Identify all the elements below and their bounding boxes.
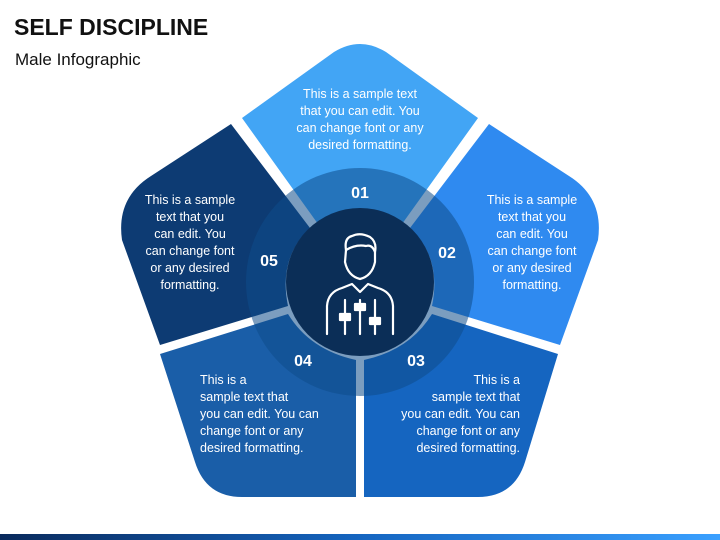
segment-02-line: or any desired	[492, 261, 571, 275]
page-title: SELF DISCIPLINE	[14, 14, 209, 40]
segment-04-text: This is a sample text that you can edit.…	[200, 373, 319, 455]
segment-04-line: desired formatting.	[200, 441, 304, 455]
segment-03-number: 03	[407, 353, 425, 370]
segment-01-line: that you can edit. You	[300, 104, 420, 118]
segment-02-line: This is a sample	[487, 193, 577, 207]
segment-02-line: formatting.	[502, 278, 561, 292]
center-circle	[286, 208, 434, 356]
segment-04-line: change font or any	[200, 424, 304, 438]
segment-01-shape	[242, 44, 478, 224]
segment-05-number: 05	[260, 253, 278, 270]
segment-05-text: This is a sample text that you can edit.…	[145, 193, 235, 292]
segment-04-line: This is a	[200, 373, 247, 387]
segment-05-line: text that you	[156, 210, 224, 224]
segment-01-number: 01	[351, 185, 369, 202]
segment-03-line: desired formatting.	[416, 441, 520, 455]
segment-04-number: 04	[294, 353, 312, 370]
segment-03-text: This is a sample text that you can edit.…	[401, 373, 521, 455]
segment-02-line: can change font	[488, 244, 577, 258]
segment-04-line: you can edit. You can	[200, 407, 319, 421]
bottom-accent-bar	[0, 534, 720, 540]
segment-03-line: sample text that	[432, 390, 521, 404]
segment-05-line: formatting.	[160, 278, 219, 292]
segment-02-number: 02	[438, 245, 456, 262]
male-adjustment-icon	[325, 233, 395, 336]
segment-03-line: This is a	[473, 373, 520, 387]
segment-01-text: This is a sample text that you can edit.…	[296, 87, 424, 152]
segment-02-line: text that you	[498, 210, 566, 224]
segment-02-text: This is a sample text that you can edit.…	[487, 193, 577, 292]
segment-05-line: This is a sample	[145, 193, 235, 207]
segment-04-line: sample text that	[200, 390, 289, 404]
segment-05-line: can edit. You	[154, 227, 226, 241]
segment-05-line: or any desired	[150, 261, 229, 275]
segment-05-line: can change font	[146, 244, 235, 258]
segment-01-line: desired formatting.	[308, 138, 412, 152]
segment-03-line: you can edit. You can	[401, 407, 520, 421]
segment-01-line: can change font or any	[296, 121, 424, 135]
segment-01-line: This is a sample text	[303, 87, 417, 101]
segment-02-line: can edit. You	[496, 227, 568, 241]
page-subtitle: Male Infographic	[15, 50, 141, 69]
segment-03-line: change font or any	[416, 424, 520, 438]
